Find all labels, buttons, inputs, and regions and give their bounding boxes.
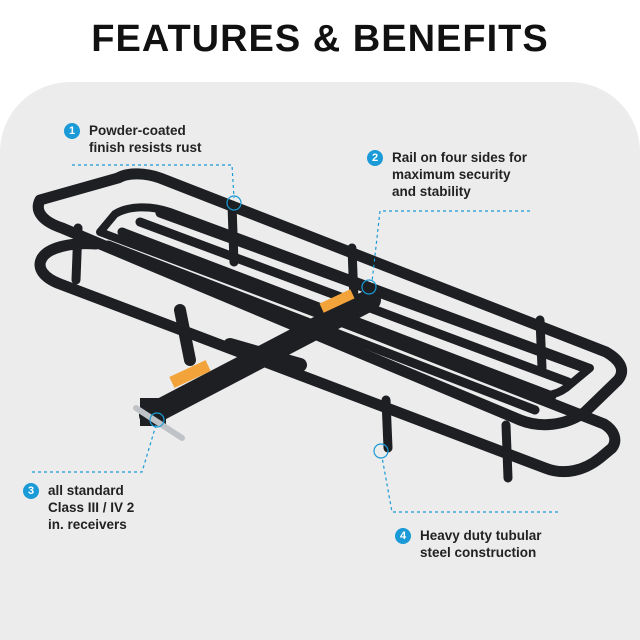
background-panel (0, 82, 640, 640)
callout-ring-1 (226, 195, 242, 211)
callout-number-1: 1 (64, 123, 80, 139)
callout-ring-4 (373, 443, 389, 459)
callout-text-2: Rail on four sides for maximum security … (392, 150, 528, 199)
warning-label-icon-2 (319, 289, 355, 313)
callout-number-2: 2 (367, 150, 383, 166)
callout-3: 3 all standard Class III / IV 2 in. rece… (23, 482, 134, 533)
callout-ring-2 (361, 279, 377, 295)
callout-ring-3 (149, 412, 165, 428)
warning-label-icon (169, 360, 211, 388)
callout-number-3: 3 (23, 483, 39, 499)
callout-text-3: all standard Class III / IV 2 in. receiv… (48, 483, 135, 532)
callout-1: 1 Powder-coated finish resists rust (64, 122, 202, 156)
callout-number-4: 4 (395, 528, 411, 544)
page-title: FEATURES & BENEFITS (91, 18, 549, 60)
callout-2: 2 Rail on four sides for maximum securit… (367, 149, 527, 200)
callout-4: 4 Heavy duty tubular steel construction (395, 527, 542, 561)
callout-text-4: Heavy duty tubular steel construction (420, 528, 542, 560)
callout-text-1: Powder-coated finish resists rust (89, 123, 202, 155)
hitch-pin-icon (133, 405, 185, 441)
